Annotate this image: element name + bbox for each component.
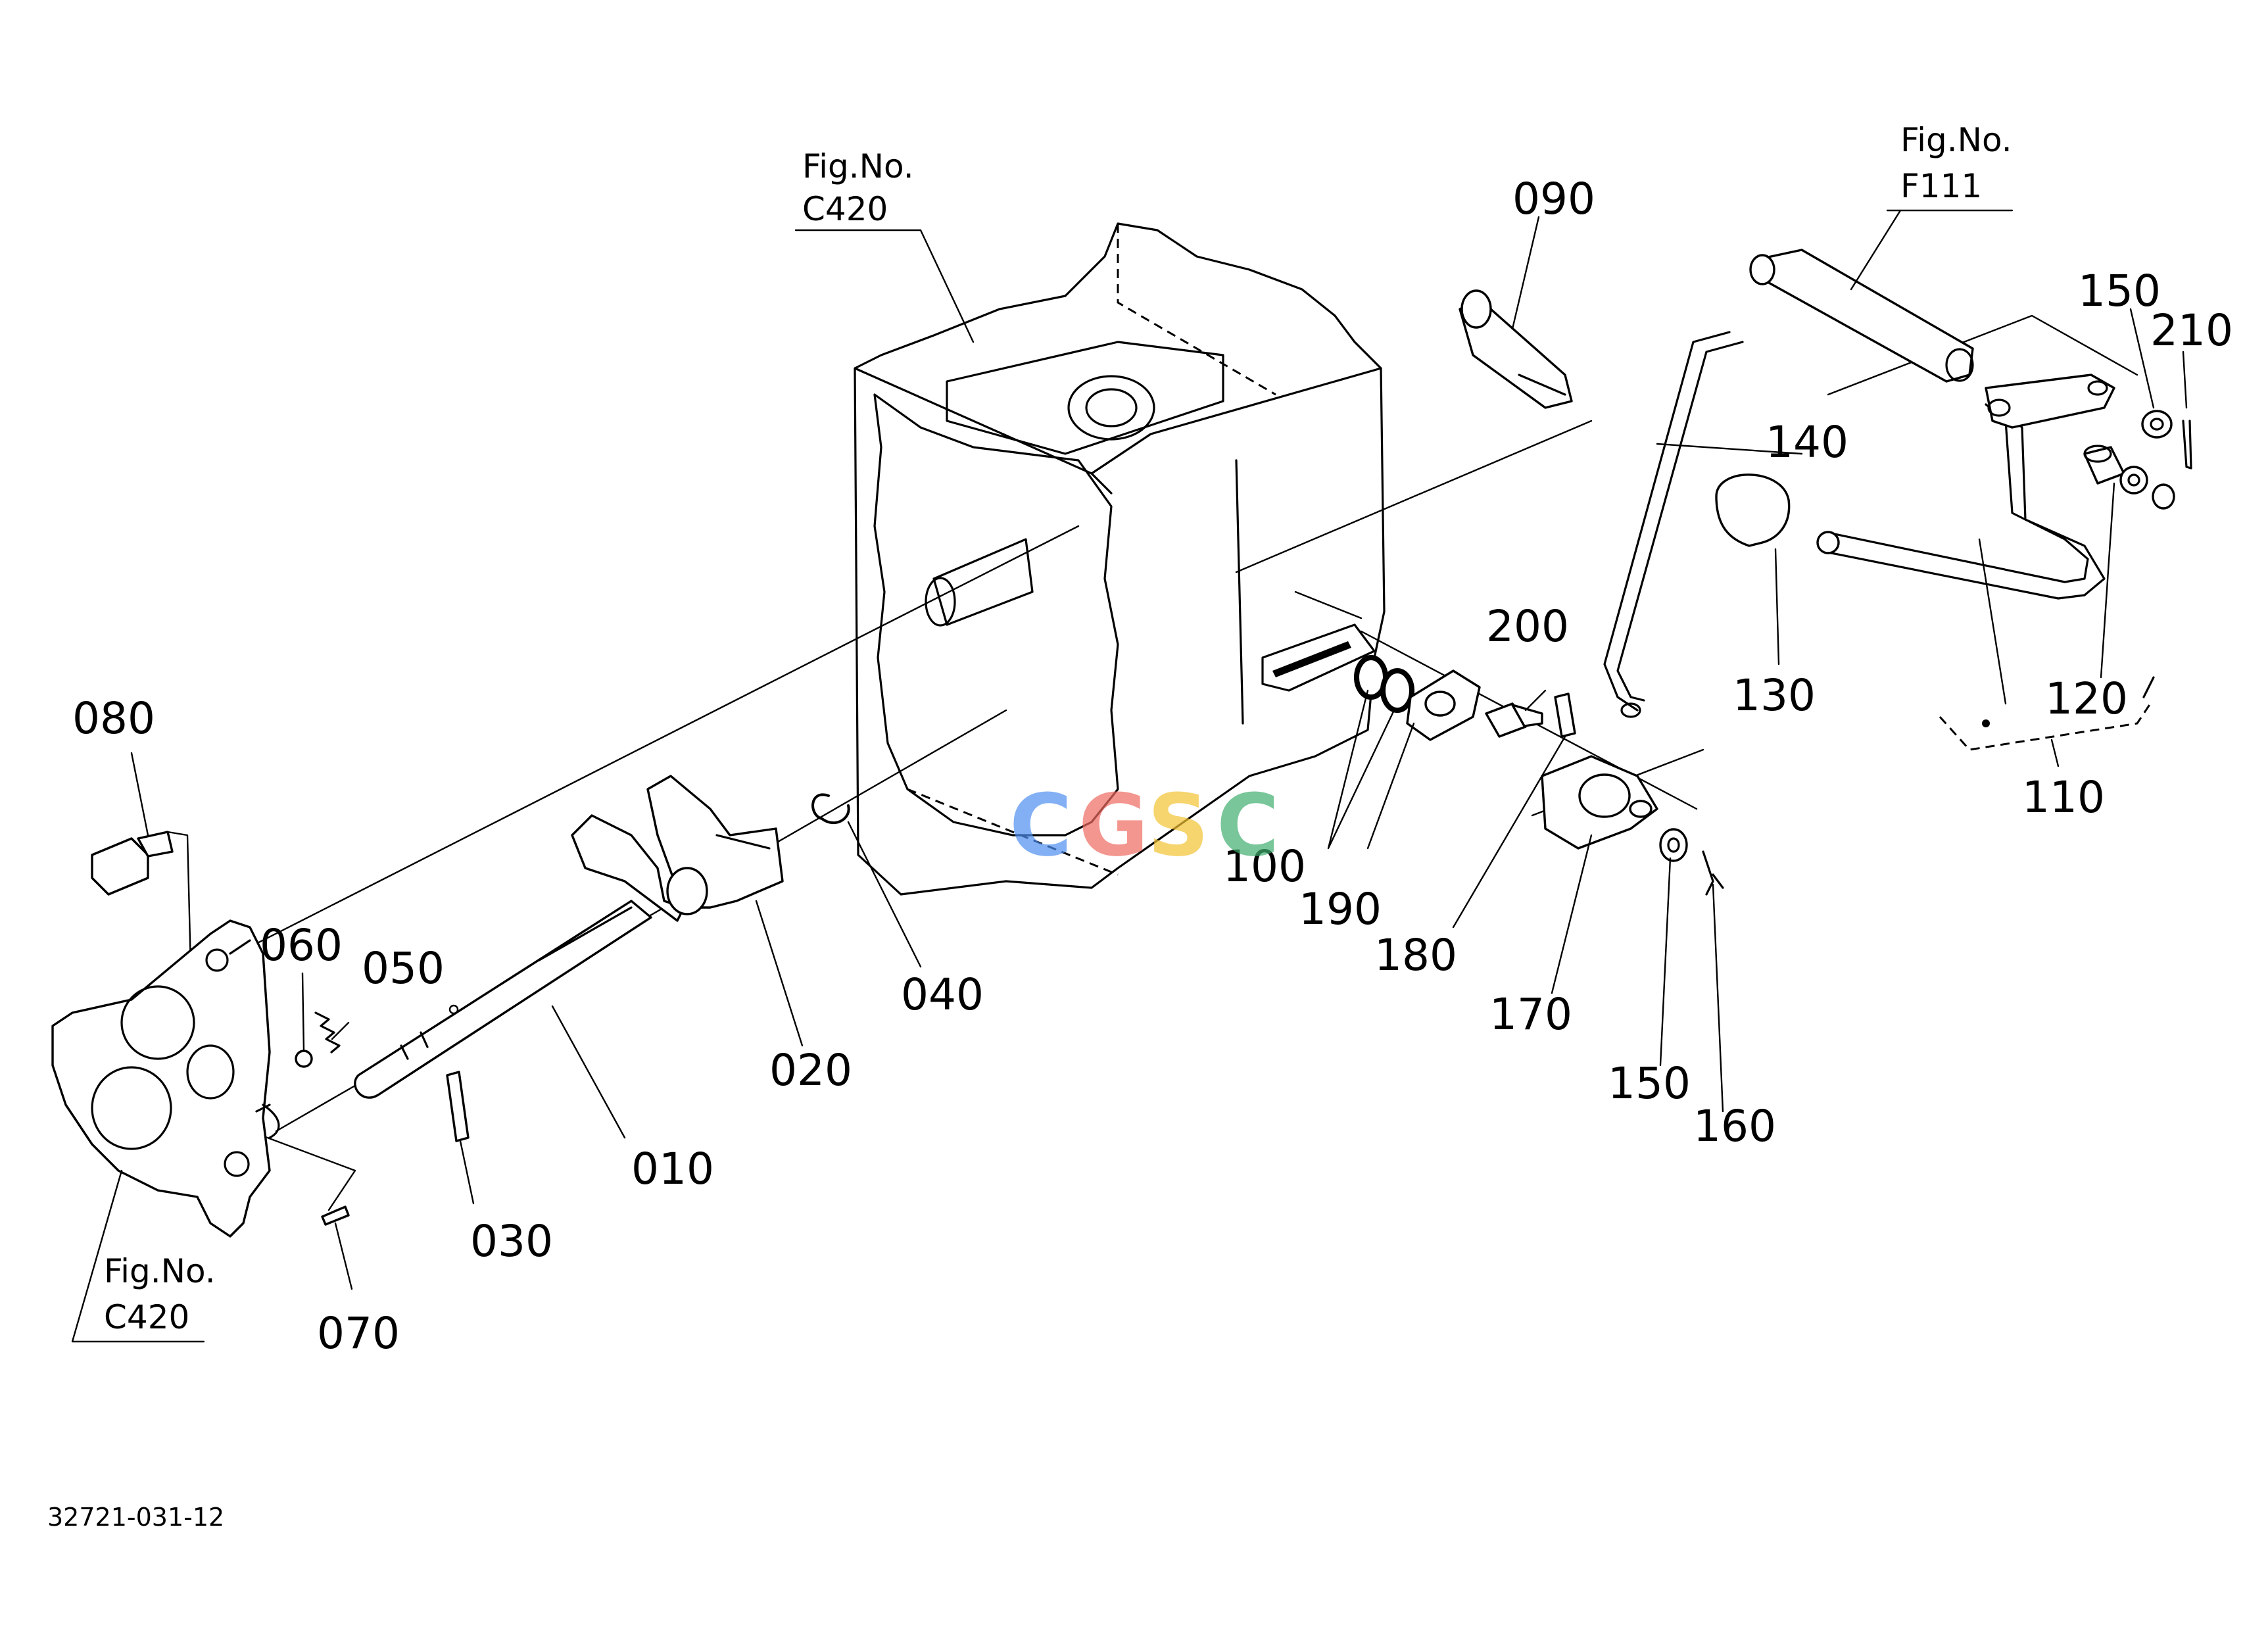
part-100-o-rings: [1354, 655, 1414, 713]
part-020-shift-fork: [571, 775, 784, 922]
callout-180: 180: [1374, 930, 1457, 981]
shaft-f111: [1749, 249, 1974, 383]
part-callouts: 010 020 030 040 050 060 070 080 090 100 …: [72, 174, 2233, 1359]
part-washer-set: [2119, 466, 2175, 510]
fig-ref-label: Fig.No.: [1900, 121, 2012, 159]
callout-110: 110: [2022, 772, 2105, 823]
callout-140: 140: [1766, 417, 1848, 468]
callout-030: 030: [470, 1216, 553, 1267]
part-040-snap-ring: [811, 793, 850, 824]
document-code: 32721-031-12: [47, 1503, 224, 1532]
callout-040: 040: [901, 969, 984, 1020]
part-070-pin: [249, 1130, 356, 1226]
part-060-ball: [295, 1050, 313, 1068]
fig-ref-number: F111: [1900, 167, 1982, 205]
fig-ref-label: Fig.No.: [802, 147, 914, 185]
assembly-axis-lines: [235, 314, 2138, 1132]
watermark-letter: C: [1009, 775, 1072, 875]
part-150-washer-lower: [1659, 828, 1688, 862]
callout-050: 050: [362, 943, 445, 994]
callout-150-upper: 150: [2078, 266, 2161, 316]
callout-160: 160: [1693, 1101, 1776, 1152]
callout-010: 010: [631, 1144, 714, 1194]
cover-plate: [51, 919, 280, 1238]
callout-170: 170: [1489, 989, 1572, 1040]
callout-020: 020: [769, 1045, 852, 1096]
fig-ref-f111: Fig.No. F111: [1900, 121, 2012, 205]
leader-lines: [71, 209, 2188, 1343]
part-030-pin: [446, 1071, 470, 1142]
callout-070: 070: [317, 1308, 400, 1359]
fig-ref-c420-top: Fig.No. C420: [802, 147, 914, 228]
transmission-case: [854, 222, 1386, 896]
watermark-letter: C: [1217, 775, 1279, 875]
part-160-cotter-pin: [1702, 850, 1724, 896]
watermark-logo: C G S C: [1009, 775, 1279, 875]
part-190-plate: [1406, 669, 1481, 741]
fig-ref-label: Fig.No.: [104, 1252, 216, 1290]
part-080-plug: [91, 831, 218, 975]
part-200-bolt: [1485, 702, 1543, 738]
part-010-shift-rod: [354, 900, 652, 1099]
callout-100: 100: [1223, 841, 1306, 892]
callout-090: 090: [1512, 174, 1595, 224]
callout-080: 080: [72, 693, 155, 744]
part-170-lever-hub: [1541, 755, 1658, 850]
part-140-rod: [1603, 331, 1744, 718]
part-180-spring-pin: [1554, 692, 1576, 738]
callout-190: 190: [1299, 884, 1382, 934]
callout-130: 130: [1733, 670, 1816, 721]
callout-150-lower: 150: [1608, 1058, 1691, 1109]
callout-060: 060: [260, 920, 343, 971]
part-210-cotter-pin: [2182, 420, 2192, 470]
callout-200: 200: [1486, 601, 1569, 652]
watermark-letter: G: [1078, 775, 1149, 875]
fig-ref-number: C420: [802, 190, 888, 228]
part-150-washer-upper: [2141, 410, 2173, 439]
part-120-bushing: [2083, 445, 2125, 485]
part-130-knob: [1715, 473, 1791, 547]
part-050-spring: [314, 1011, 341, 1054]
callout-120: 120: [2045, 673, 2128, 724]
callout-210: 210: [2150, 305, 2233, 356]
fig-ref-number: C420: [104, 1298, 189, 1336]
fig-ref-c420-bottom: Fig.No. C420: [104, 1252, 216, 1336]
watermark-letter: S: [1147, 775, 1209, 875]
part-090-pin: [1459, 289, 1573, 409]
part-110-lever-assembly: [1816, 374, 2155, 751]
